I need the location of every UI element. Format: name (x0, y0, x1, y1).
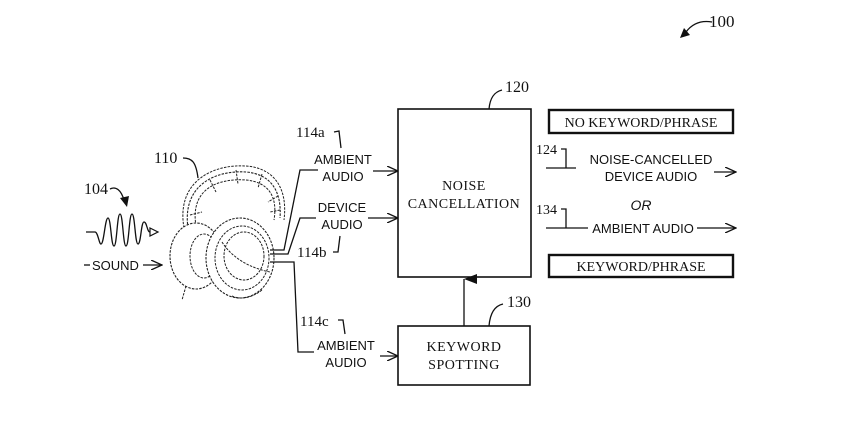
signal-114c-line1: AMBIENT (317, 338, 375, 353)
figure-ref-100: 100 (680, 12, 735, 38)
output-124-leader (546, 148, 576, 169)
signal-114a-ref: 114a (296, 125, 325, 141)
signal-114c: 114c AMBIENT AUDIO (300, 314, 398, 370)
noise-cancellation-ref: 120 (505, 79, 529, 96)
signal-line-114b (270, 217, 316, 255)
noise-cancellation-line2: CANCELLATION (408, 197, 521, 212)
sound-wave-ref-arrowhead-icon (120, 196, 129, 207)
signal-114b: DEVICE AUDIO 114b (297, 200, 398, 261)
noise-cancellation-block: NOISE CANCELLATION 120 (397, 79, 532, 278)
no-keyword-label: NO KEYWORD/PHRASE (565, 116, 718, 131)
headphones-ref-leader (182, 157, 199, 179)
signal-114b-line1: DEVICE (318, 200, 367, 215)
headphones-ref: 110 (154, 150, 177, 167)
output-124-line2: DEVICE AUDIO (605, 169, 697, 184)
keyword-box (547, 253, 735, 279)
signal-114c-ref: 114c (300, 314, 329, 330)
headband-inner (194, 179, 276, 227)
sound-wave-icon (86, 213, 151, 247)
keyword-spotting-block: KEYWORD SPOTTING 130 (397, 274, 531, 386)
keyword-spotting-line1: KEYWORD (426, 340, 501, 355)
signal-114b-ref: 114b (297, 245, 326, 261)
sound-wave-group: 104 SOUND (84, 181, 162, 273)
keyword-label: KEYWORD/PHRASE (576, 260, 705, 275)
headphones-illustration: 110 (154, 150, 286, 301)
noise-cancellation-line1: NOISE (442, 179, 486, 194)
right-earcup-detail (221, 241, 271, 273)
noise-cancellation-box (397, 108, 532, 278)
signal-114c-line2: AUDIO (325, 355, 366, 370)
sound-wave-arrowhead-icon (149, 227, 160, 237)
headband-segments (189, 169, 281, 216)
right-earcup-ring (214, 225, 270, 291)
output-134-label: AMBIENT AUDIO (592, 221, 694, 236)
signal-114a: 114a AMBIENT AUDIO (296, 125, 398, 184)
headband-outer (182, 165, 286, 229)
right-earcup (205, 217, 275, 299)
signal-114c-leader (338, 319, 346, 335)
noise-cancellation-ref-leader (488, 89, 503, 110)
sound-wave-ref: 104 (84, 181, 108, 198)
headphones-cable (181, 285, 187, 301)
signal-lines (270, 169, 318, 353)
outputs: NO KEYWORD/PHRASE 124 NOISE-CANCELLED DE… (536, 108, 736, 279)
signal-114a-line2: AUDIO (322, 169, 363, 184)
sound-label: SOUND (92, 258, 139, 273)
no-keyword-box (547, 108, 735, 135)
output-124-line1: NOISE-CANCELLED (590, 152, 713, 167)
right-earcup-base (231, 289, 263, 299)
keyword-spotting-box (397, 325, 531, 386)
keyword-spotting-ref-leader (488, 303, 504, 327)
output-134-ref: 134 (536, 203, 557, 218)
keyword-spotting-line2: SPOTTING (428, 358, 500, 373)
signal-114b-leader (333, 235, 341, 253)
output-124-ref: 124 (536, 143, 557, 158)
signal-line-114c (270, 261, 314, 353)
figure-ref-label: 100 (709, 12, 735, 31)
or-label: OR (631, 197, 652, 213)
signal-114b-line2: AUDIO (321, 217, 362, 232)
signal-114a-line1: AMBIENT (314, 152, 372, 167)
headband-fill (186, 171, 281, 229)
signal-114a-leader (333, 130, 342, 149)
right-earcup-inner (223, 231, 265, 281)
keyword-spotting-ref: 130 (507, 294, 531, 311)
signal-line-114a (270, 169, 318, 251)
figure-ref-arrowhead-icon (680, 28, 690, 38)
output-134-leader (546, 208, 588, 229)
figure-ref-leader (685, 20, 713, 33)
